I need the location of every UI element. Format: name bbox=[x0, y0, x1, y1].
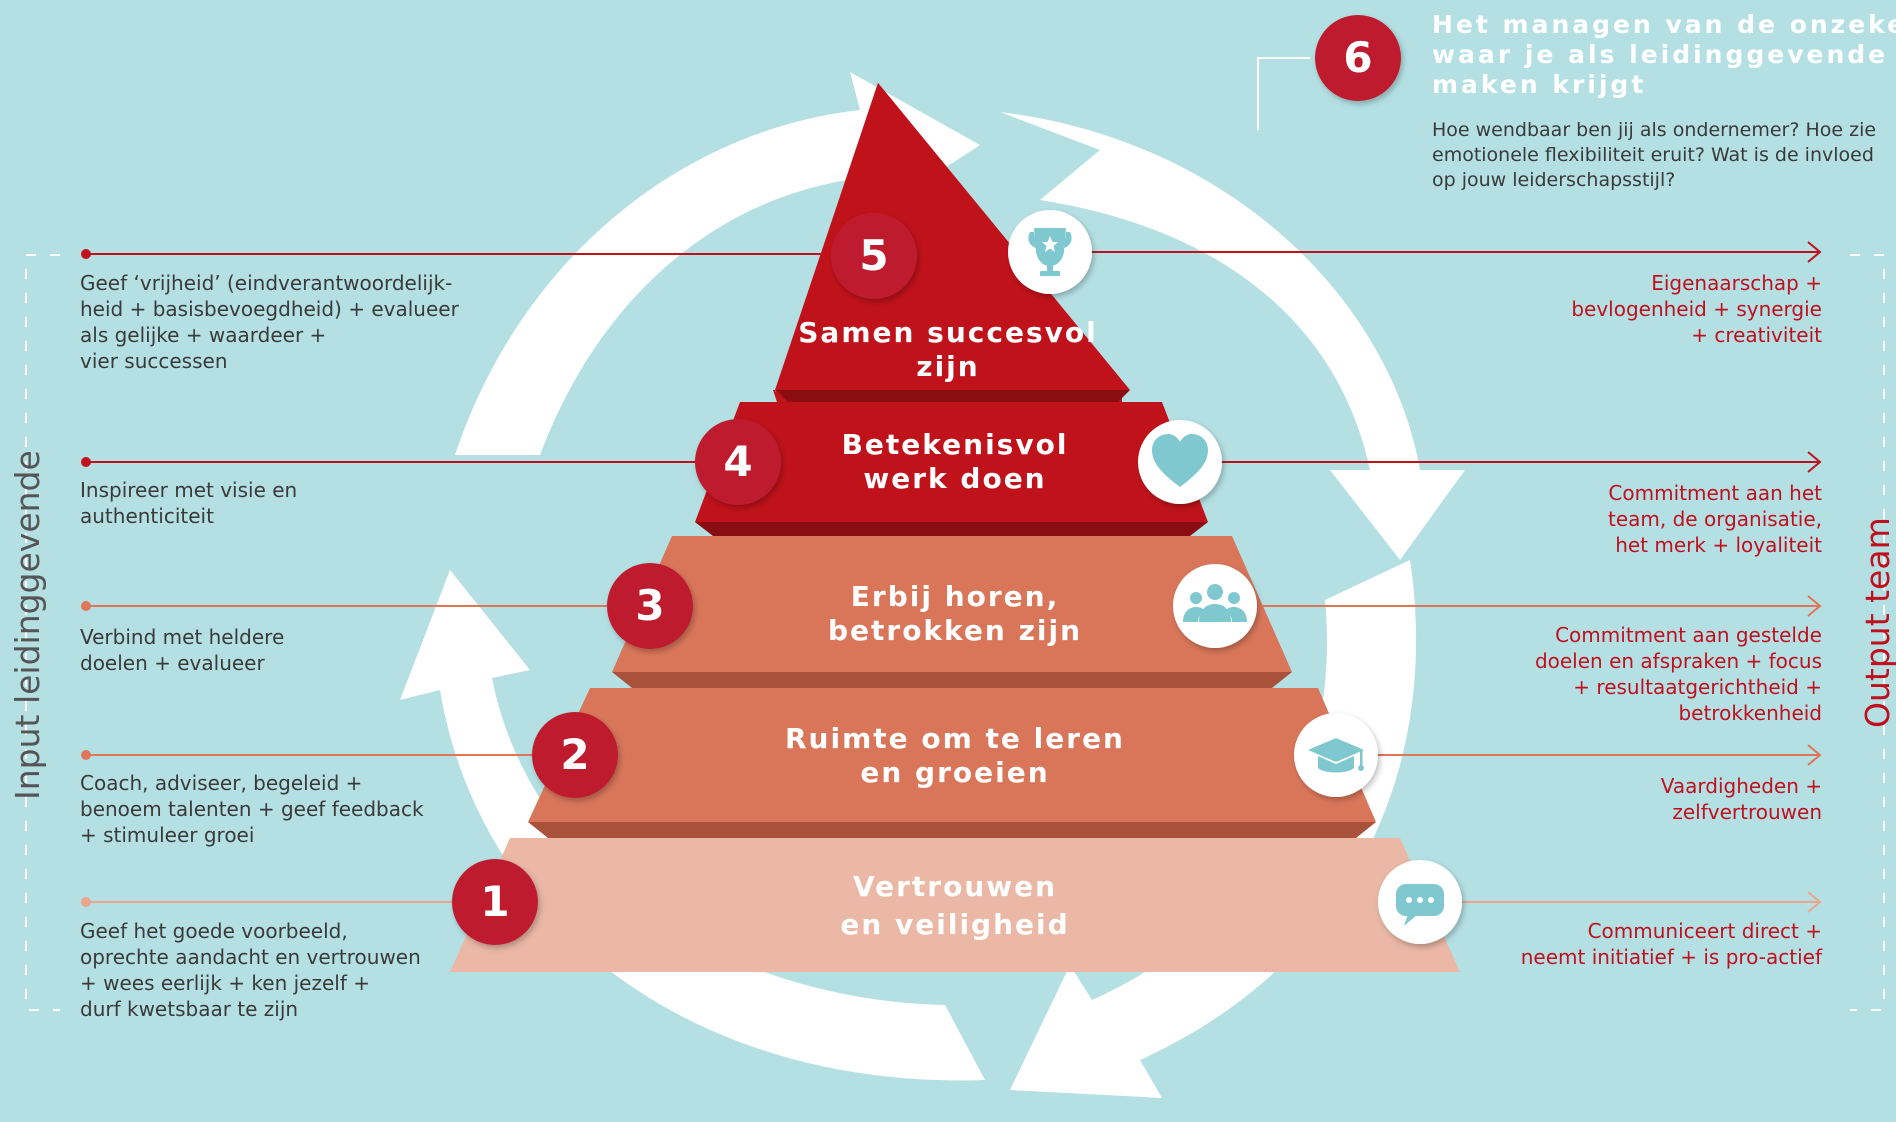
step-6-body: Hoe wendbaar ben jij als ondernemer? Hoe… bbox=[1432, 119, 1877, 191]
badge-5-circle bbox=[831, 213, 917, 299]
badge-3-circle bbox=[607, 563, 693, 649]
layer-3-label: Erbij horen, betrokken zijn bbox=[827, 580, 1083, 647]
layer-1-output-text: Communiceert direct + neemt initiatief +… bbox=[1520, 919, 1822, 969]
layer-4 bbox=[695, 402, 1208, 522]
layer-4-output-text: Commitment aan het team, de organisatie,… bbox=[1608, 481, 1822, 557]
layer-5 bbox=[776, 83, 1130, 390]
badge-6-circle bbox=[1315, 15, 1401, 101]
badge-1-number: 1 bbox=[480, 877, 510, 926]
layer-1-input-text: Geef het goede voorbeeld, oprechte aanda… bbox=[80, 919, 421, 1021]
layer-5-shadow bbox=[776, 390, 1130, 402]
layer-2-output-text: Vaardigheden + zelfvertrouwen bbox=[1660, 774, 1822, 824]
speech-bubble-icon bbox=[1396, 884, 1444, 926]
row-3-arrowhead bbox=[1807, 595, 1822, 617]
cycle-arrow-bottom-left bbox=[400, 570, 985, 1081]
layer-5-label: Samen succesvol zijn bbox=[798, 316, 1098, 383]
layer-1-label: Vertrouwen en veiligheid bbox=[840, 870, 1070, 941]
connectors bbox=[81, 57, 1822, 913]
trophy-icon bbox=[1028, 228, 1072, 276]
layer-3-input-text: Verbind met heldere doelen + evalueer bbox=[80, 625, 285, 675]
badge-5-number: 5 bbox=[859, 231, 889, 280]
left-side-label: Input leidinggevende bbox=[8, 450, 47, 800]
layer-4-input-text: Inspireer met visie en authenticiteit bbox=[80, 478, 298, 528]
group-icon bbox=[1183, 584, 1247, 622]
pyramid bbox=[450, 83, 1460, 972]
layer-2-input-text: Coach, adviseer, begeleid + benoem talen… bbox=[80, 771, 424, 847]
badges bbox=[452, 15, 1401, 945]
layer-4-label: Betekenisvol werk doen bbox=[841, 428, 1069, 495]
layer-1 bbox=[450, 838, 1460, 972]
heart-icon bbox=[1152, 434, 1208, 487]
step-6-connector bbox=[1257, 57, 1310, 130]
left-bracket bbox=[25, 254, 60, 1011]
right-bracket bbox=[1850, 254, 1885, 1011]
cycle-arrow-top-left bbox=[455, 72, 980, 455]
row-1-arrowhead bbox=[1807, 891, 1822, 913]
badge-6-number: 6 bbox=[1343, 33, 1373, 82]
badge-3-number: 3 bbox=[635, 581, 665, 630]
graduation-cap-icon bbox=[1308, 738, 1364, 773]
row-4-arrowhead bbox=[1807, 451, 1822, 473]
layer-2-shadow bbox=[528, 822, 1376, 838]
layer-5-input-text: Geef ‘vrijheid’ (eindverantwoordelijk- h… bbox=[80, 271, 459, 373]
badge-2-number: 2 bbox=[560, 730, 590, 779]
layer-3-shadow bbox=[612, 672, 1292, 688]
layer-5-output-text: Eigenaarschap + bevlogenheid + synergie … bbox=[1571, 271, 1822, 347]
step-6-title: Het managen van de onzekerh waar je als … bbox=[1432, 10, 1896, 99]
layer-3-output-text: Commitment aan gestelde doelen en afspra… bbox=[1534, 623, 1822, 725]
right-side-label: Output team bbox=[1858, 517, 1896, 728]
badge-1-circle bbox=[452, 859, 538, 945]
cycle-arrow-top-right bbox=[1000, 112, 1465, 560]
layer-4-shadow bbox=[695, 522, 1208, 536]
badge-2-circle bbox=[532, 712, 618, 798]
layer-3 bbox=[612, 536, 1292, 672]
layer-2 bbox=[528, 688, 1376, 822]
row-2-arrowhead bbox=[1807, 744, 1822, 766]
row-5-arrowhead bbox=[1807, 241, 1822, 263]
badge-4-number: 4 bbox=[723, 437, 753, 486]
layer-2-label: Ruimte om te leren en groeien bbox=[785, 722, 1125, 789]
badge-4-circle bbox=[695, 419, 781, 505]
